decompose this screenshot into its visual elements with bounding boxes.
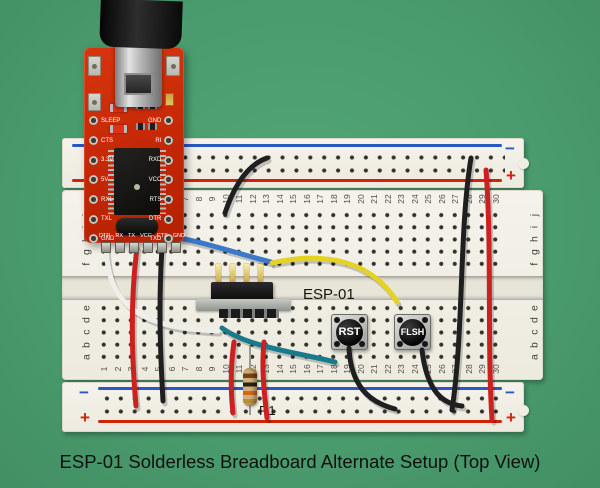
row-letter: f xyxy=(80,262,93,266)
smd-resistor xyxy=(148,123,157,130)
header-pin xyxy=(157,242,167,253)
pin-label: DTR xyxy=(99,233,111,239)
pin-label: RX xyxy=(115,233,123,239)
pin-label: TXL xyxy=(101,216,113,223)
header-pin xyxy=(101,242,111,253)
pin-label: CTS xyxy=(101,137,113,144)
pin-hole xyxy=(164,195,174,205)
rail-nub xyxy=(518,405,529,416)
reset-button[interactable]: RST xyxy=(331,314,368,350)
rx-led xyxy=(110,125,127,133)
pin-hole xyxy=(89,214,98,224)
pin-label: VCC xyxy=(140,233,152,239)
bottom-column-numbers: 1234567891011121314151617181920212223242… xyxy=(97,361,502,377)
pin-label: RXD xyxy=(148,157,162,164)
ftdi-right-pins: GND RI RXD VCC RTS DTR TXD xyxy=(148,111,174,249)
pin-hole xyxy=(164,116,174,126)
chip-pins-left xyxy=(108,150,114,214)
top-rail-minus-mark: − xyxy=(505,139,515,158)
ft232-chip xyxy=(114,148,160,215)
bottom-rail-plus-right: + xyxy=(506,408,516,427)
pin-label: 3.3V xyxy=(101,157,114,164)
esp01-components xyxy=(219,309,279,318)
reset-button-label: RST xyxy=(338,326,361,338)
column-number: 30 xyxy=(490,194,501,204)
pin-label: DTR xyxy=(149,216,162,223)
pin-hole xyxy=(89,175,98,185)
pin-hole xyxy=(164,175,174,185)
pin-label: VCC xyxy=(148,176,162,183)
pin-hole xyxy=(89,234,98,244)
smd-capacitor xyxy=(165,93,174,106)
pin-label: RI xyxy=(155,137,162,144)
esp01-label: ESP-01 xyxy=(303,286,355,303)
top-rail-plus-mark: + xyxy=(506,166,516,185)
bottom-rail-plus-left: + xyxy=(80,408,90,427)
usb-cable xyxy=(99,0,183,50)
pin-label: TXD xyxy=(149,235,162,242)
top-rail-blue-line xyxy=(72,144,502,147)
bottom-rail-minus-right: − xyxy=(505,383,515,402)
solder-pad xyxy=(166,56,180,76)
row-letter: a xyxy=(528,353,541,360)
esp01-header-block xyxy=(211,282,273,301)
pin-hole xyxy=(89,195,98,205)
pin-label: 5V xyxy=(101,176,109,183)
solder-pad xyxy=(88,93,101,111)
pin-hole xyxy=(164,234,174,244)
pin-hole xyxy=(164,155,174,165)
reset-button-cap[interactable]: RST xyxy=(336,318,363,346)
bottom-rail-minus-left: − xyxy=(79,383,89,402)
ftdi-usb-serial-adapter: SLEEP CTS 3.3V 5V RXL TXL GND GND RI RXD… xyxy=(84,0,185,253)
header-pin xyxy=(143,242,153,253)
rail-nub xyxy=(518,158,529,169)
pin-label: GND xyxy=(101,235,115,242)
pin-label: SLEEP xyxy=(101,117,121,124)
pin-label: GND xyxy=(172,233,185,239)
header-pin xyxy=(171,242,181,253)
ftdi-left-pins: SLEEP CTS 3.3V 5V RXL TXL GND xyxy=(89,111,120,249)
chip-pins-right xyxy=(160,150,166,214)
bottom-rail-holes xyxy=(100,392,504,418)
resistor-r1 xyxy=(243,368,257,406)
header-pin xyxy=(115,242,125,253)
row-letter: f xyxy=(528,262,541,266)
solder-pad xyxy=(88,56,101,76)
smd-resistor xyxy=(136,123,145,130)
tx-led xyxy=(110,104,127,112)
top-rail-red-line xyxy=(72,179,502,182)
flash-button[interactable]: FLSH xyxy=(394,314,431,350)
pin-hole xyxy=(89,116,98,126)
pin-label: RXL xyxy=(101,196,113,203)
mini-usb-connector xyxy=(115,39,162,107)
pin-hole xyxy=(89,136,98,146)
pin-hole xyxy=(164,214,174,224)
resistor-label: R1 xyxy=(259,403,276,418)
caption: ESP-01 Solderless Breadboard Alternate S… xyxy=(59,451,541,472)
pin-hole xyxy=(89,155,98,165)
bottom-rail-blue-line xyxy=(98,387,502,390)
pin-label: RTS xyxy=(149,196,162,203)
row-letter: a xyxy=(80,353,93,360)
ftdi-bottom-pin-labels: DTR RX TX VCC CTS GND xyxy=(99,233,185,239)
flash-button-cap[interactable]: FLSH xyxy=(399,318,426,346)
header-pin xyxy=(129,242,139,253)
column-number: 30 xyxy=(490,364,501,374)
pin-hole xyxy=(164,136,174,146)
pin-label: TX xyxy=(128,233,136,239)
flash-button-label: FLSH xyxy=(400,327,425,337)
bottom-rail-red-line xyxy=(98,420,502,423)
lower-bank-holes xyxy=(97,302,503,363)
pin-label: GND xyxy=(148,117,162,124)
pin-label: CTS xyxy=(156,233,168,239)
crystal-oscillator xyxy=(116,218,158,235)
